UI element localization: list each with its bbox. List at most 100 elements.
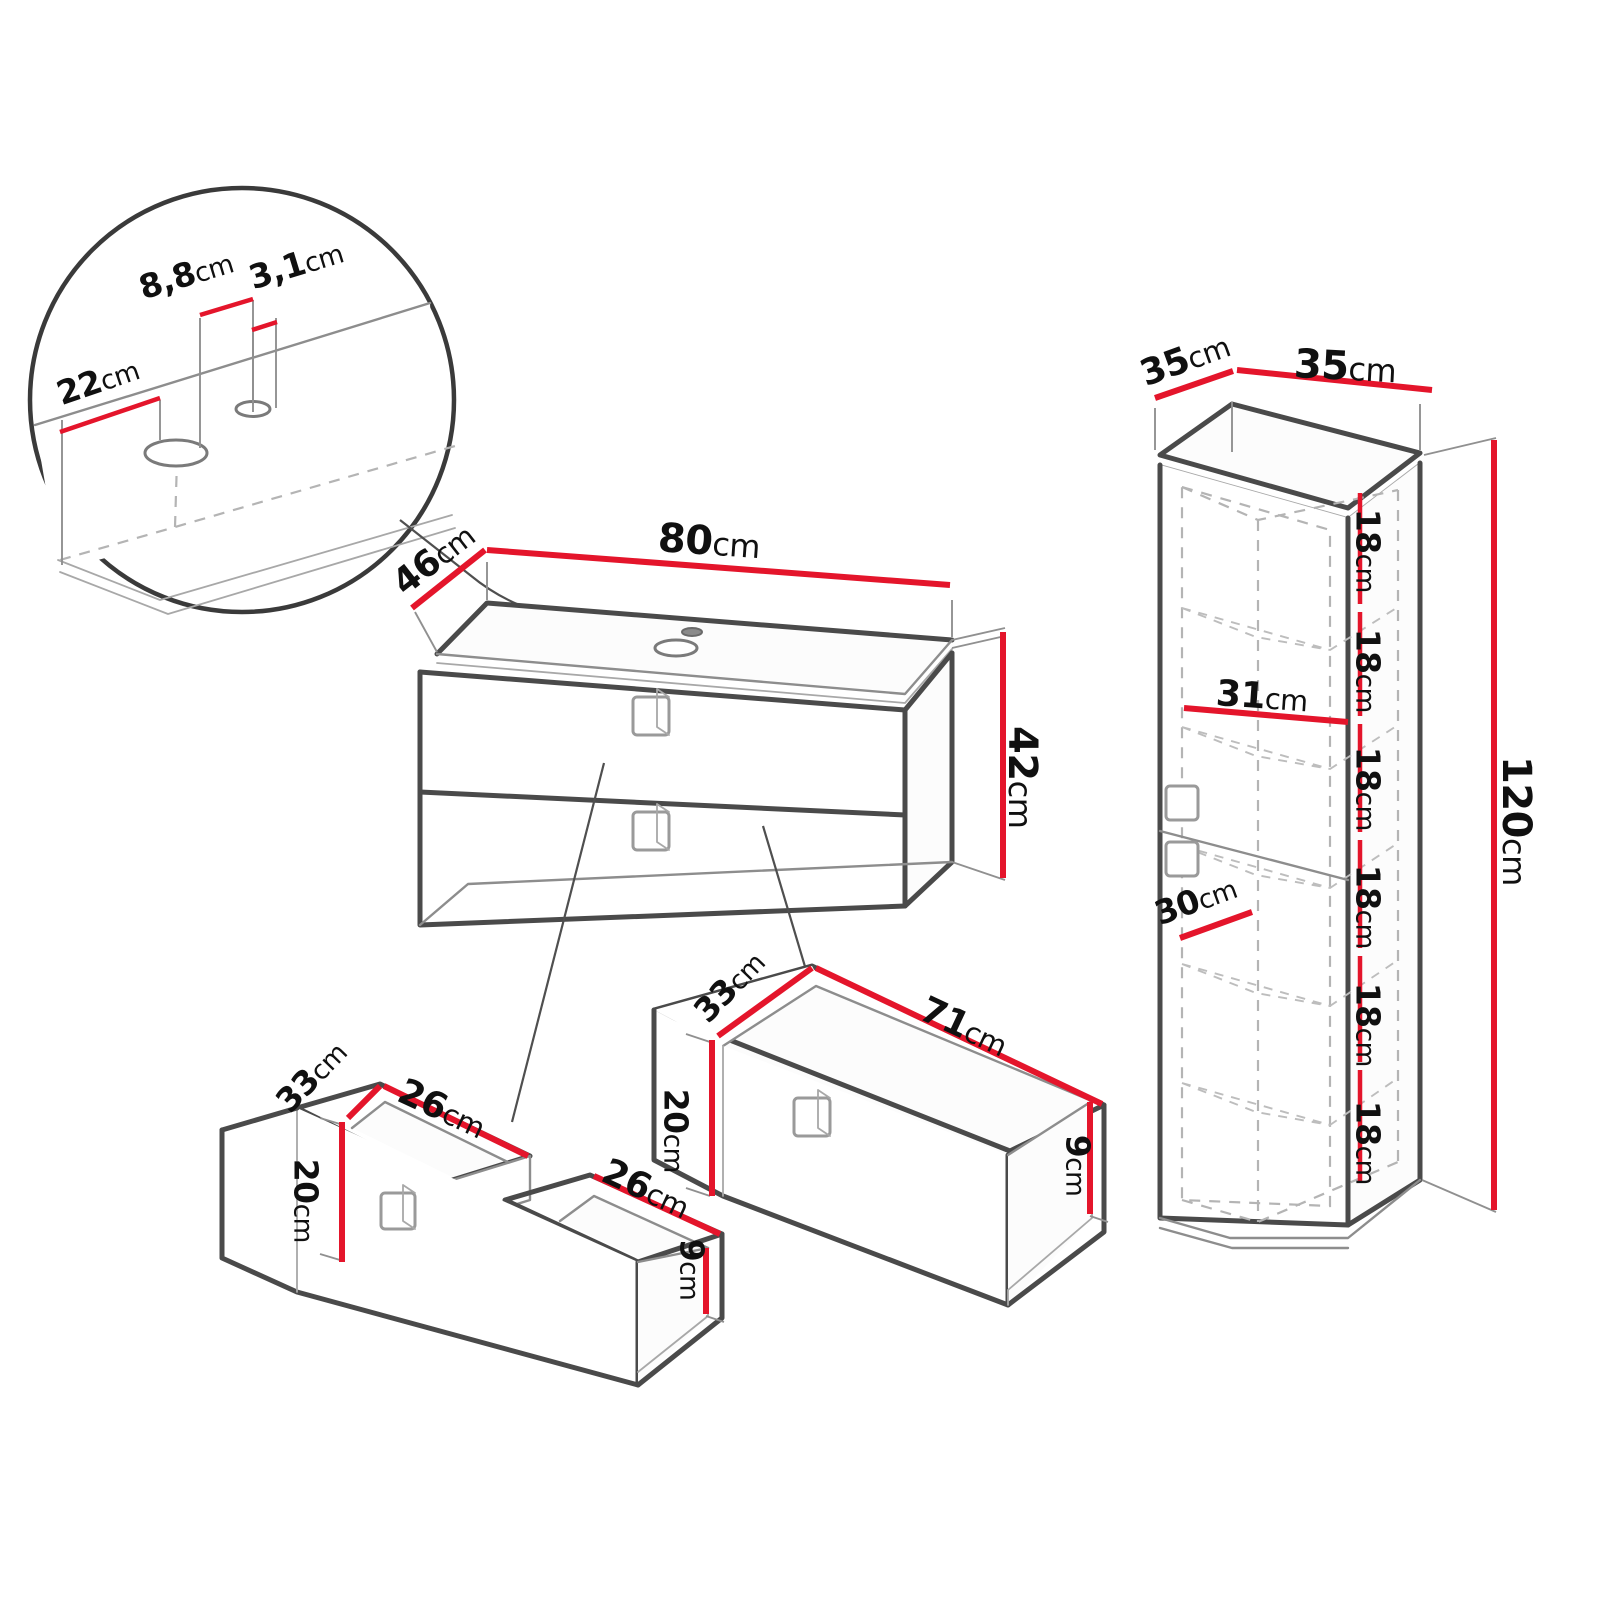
divided-front-left — [222, 1108, 297, 1292]
dim-bar-22 — [59, 395, 161, 435]
tall-handle-lower[interactable] — [1164, 840, 1200, 878]
tall-base-edge — [1158, 1178, 1422, 1240]
tall-visible-divider — [1158, 829, 1350, 882]
large-drawer-bottom — [723, 986, 1092, 1155]
divided-left-inner — [350, 1100, 522, 1170]
divided-front — [297, 1108, 638, 1385]
dim-bar-33-divided — [345, 1083, 383, 1121]
detail-front-edge-2 — [59, 527, 456, 615]
ext-9b — [1089, 1215, 1109, 1223]
tall-base-thickness — [1158, 1226, 1350, 1250]
ext-80-drop — [951, 627, 1006, 641]
dim-label-31-shelf: 31cm — [1214, 673, 1309, 719]
leader-to-large-drawer — [761, 825, 814, 991]
dim-label-18-1: 18cm — [1348, 508, 1388, 593]
dim-label-9-large: 9cm — [1058, 1134, 1098, 1197]
dim-label-18-5: 18cm — [1348, 982, 1388, 1067]
divided-right-side-inner — [636, 1246, 710, 1264]
vanity-tap-hole — [681, 627, 703, 637]
tall-front-face — [1160, 465, 1348, 1225]
leader-to-divided-drawer — [510, 762, 606, 1123]
detail-front-edge — [57, 514, 453, 601]
dim-label-18-3: 18cm — [1348, 746, 1388, 831]
tall-shelf-3 — [1181, 842, 1399, 890]
vanity-top-back — [434, 600, 955, 657]
tall-top-slab — [1160, 404, 1420, 508]
tall-handle-upper[interactable] — [1164, 784, 1200, 822]
vanity-drawer-split — [417, 789, 908, 818]
dim-bar-33-large — [716, 965, 814, 1039]
ext-20a-a — [319, 1253, 341, 1261]
ext-42-bottom — [951, 861, 1006, 881]
ext-42-top — [951, 635, 1006, 649]
ext-120-top — [1423, 437, 1497, 456]
vanity-top-thickness — [436, 648, 953, 704]
dim-label-120: 120cm — [1493, 756, 1539, 886]
dim-bar-26-left — [382, 1083, 530, 1159]
vanity-front-face — [420, 672, 905, 925]
tall-cabinet-group — [1154, 367, 1497, 1250]
tall-shelf-4 — [1181, 959, 1399, 1008]
dim-label-20-large: 20cm — [656, 1088, 696, 1173]
large-drawer-front-left — [654, 1010, 723, 1196]
large-drawer-side-outline — [1005, 1102, 1107, 1308]
vanity-side-face — [905, 653, 952, 906]
large-drawer-rim-left — [654, 966, 822, 1046]
divided-drawer-group — [219, 1081, 725, 1388]
vanity-handle-upper-side — [656, 688, 670, 736]
divided-front-top-left — [219, 1105, 300, 1133]
divided-right-inner — [558, 1194, 710, 1250]
dim-label-80: 80cm — [656, 515, 762, 567]
vanity-unit-group — [410, 547, 1006, 1123]
tall-shelf-5 — [1181, 1077, 1399, 1127]
divided-drawer-handle[interactable] — [379, 1191, 417, 1231]
tall-interior-bottom — [1181, 1160, 1399, 1224]
vanity-handle-lower-side — [656, 803, 670, 851]
large-drawer-side — [1008, 1101, 1092, 1305]
ext-33b-a — [685, 1033, 711, 1043]
dim-label-18-6: 18cm — [1348, 1100, 1388, 1185]
dim-label-42: 42cm — [999, 726, 1045, 829]
dim-bar-30 — [1178, 909, 1254, 941]
vanity-body-outline — [417, 669, 908, 928]
dim-bar-26-right — [592, 1173, 722, 1237]
detail-top-face — [35, 303, 437, 570]
dim-bar-31 — [1183, 705, 1349, 725]
dim-bar-80 — [486, 547, 951, 588]
divided-right-side — [638, 1248, 708, 1385]
dim-label-18-2: 18cm — [1348, 628, 1388, 713]
large-drawer-group — [651, 963, 1109, 1308]
tall-shelf-1 — [1181, 606, 1399, 652]
vanity-bottom-hidden — [418, 860, 954, 927]
tall-top-outline — [1157, 401, 1423, 511]
vanity-top-front — [435, 638, 954, 696]
vanity-drain-hole — [653, 638, 699, 658]
large-drawer-handle-side — [817, 1089, 831, 1137]
dim-label-18-4: 18cm — [1348, 864, 1388, 949]
dim-bar-71 — [814, 965, 1104, 1107]
divided-right-side-outline — [635, 1231, 725, 1388]
dim-bar-35-width — [1236, 367, 1433, 393]
dim-bar-88 — [199, 296, 254, 318]
drain-hole — [143, 438, 209, 468]
dim-bar-31 — [251, 319, 278, 333]
vanity-handle-upper[interactable] — [631, 695, 671, 737]
tall-front-outline — [1157, 462, 1351, 1228]
ext-33a-a — [319, 1117, 341, 1125]
tall-side-face — [1348, 463, 1420, 1225]
dim-label-35-width: 35cm — [1292, 341, 1398, 391]
ext-120-bottom — [1421, 1179, 1497, 1213]
large-drawer-handle[interactable] — [792, 1096, 832, 1138]
dim-bar-46 — [410, 547, 487, 611]
detail-back-edge — [33, 301, 432, 427]
ext-20b-a — [685, 1187, 711, 1197]
large-drawer-inner-edge — [721, 984, 1094, 1103]
tall-shelf-2 — [1181, 724, 1399, 771]
vanity-handle-lower[interactable] — [631, 810, 671, 852]
dim-label-20-divided: 20cm — [286, 1158, 326, 1243]
ext-46-low — [414, 611, 438, 653]
detail-callout-group — [27, 185, 669, 640]
large-drawer-side-inner — [1006, 1099, 1094, 1157]
